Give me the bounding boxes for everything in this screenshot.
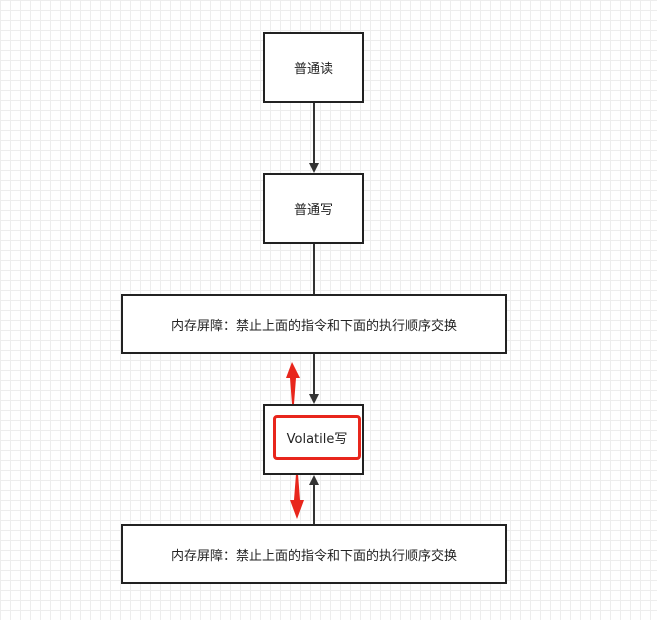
node-normal-read[interactable]: 普通读	[263, 32, 364, 103]
node-memory-barrier-bottom[interactable]: 内存屏障：禁止上面的指令和下面的执行顺序交换	[121, 524, 507, 584]
red-up-arrow-icon	[286, 362, 300, 404]
node-memory-barrier-top[interactable]: 内存屏障：禁止上面的指令和下面的执行顺序交换	[121, 294, 507, 354]
node-label: 内存屏障：禁止上面的指令和下面的执行顺序交换	[170, 548, 457, 564]
red-down-arrow-icon	[290, 474, 304, 519]
node-label: 普通写	[293, 203, 333, 218]
node-normal-write[interactable]: 普通写	[263, 173, 364, 244]
node-label: 内存屏障：禁止上面的指令和下面的执行顺序交换	[170, 318, 457, 334]
volatile-write-highlight: Volatile写	[273, 415, 361, 460]
node-label: Volatile写	[286, 432, 348, 447]
node-label: 普通读	[293, 62, 333, 77]
